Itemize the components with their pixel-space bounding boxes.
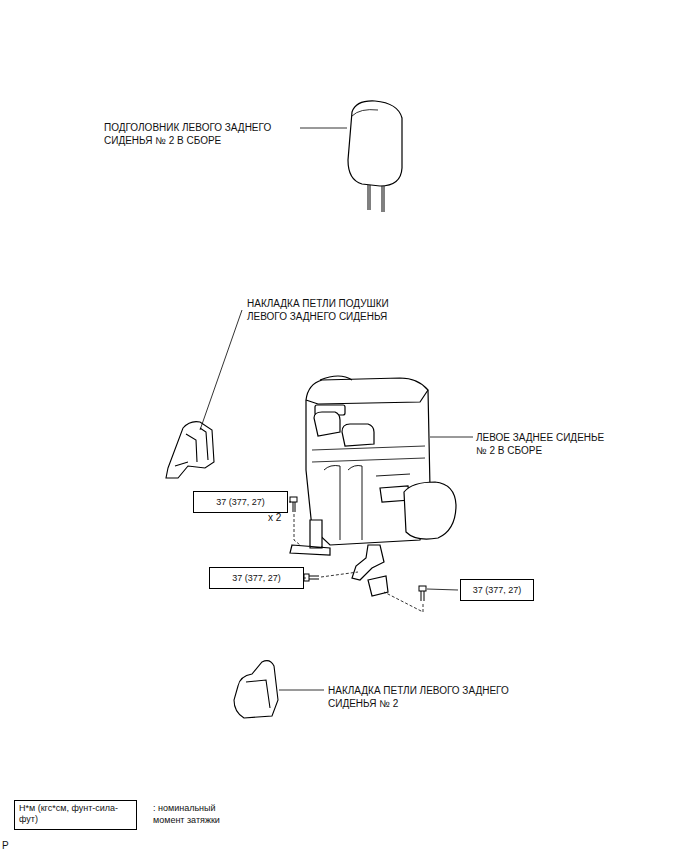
torque-box: 37 (377, 27) <box>193 491 288 513</box>
torque-value: 37 (377, 27) <box>473 585 522 596</box>
legend-box: Н*м (кгс*см, фунт-сила-фут) <box>14 800 137 830</box>
hinge-cover-seat <box>234 661 278 718</box>
hinge-cover-cushion <box>166 422 214 478</box>
page-mark: P <box>2 839 22 852</box>
part-name: НАКЛАДКА ПЕТЛИ ЛЕВОГО ЗАДНЕГО СИДЕНЬЯ № … <box>328 684 540 710</box>
quantity: x 2 <box>268 511 298 524</box>
torque-box: 37 (377, 27) <box>209 567 304 589</box>
part-name: ЛЕВОЕ ЗАДНЕЕ СИДЕНЬЕ № 2 В СБОРЕ <box>476 431 610 457</box>
legend-text: : номинальный момент затяжки <box>153 802 245 826</box>
part-name: НАКЛАДКА ПЕТЛИ ПОДУШКИ ЛЕВОГО ЗАДНЕГО СИ… <box>247 297 417 323</box>
headrest <box>348 101 402 212</box>
leader-lines <box>200 128 473 690</box>
seat-assembly <box>290 376 456 596</box>
torque-box: 37 (377, 27) <box>460 579 534 601</box>
torque-value: Н*м (кгс*см, фунт-сила-фут) <box>19 803 132 825</box>
bolts <box>290 497 426 601</box>
torque-value: 37 (377, 27) <box>232 573 281 584</box>
torque-value: 37 (377, 27) <box>216 497 265 508</box>
dashed-guides <box>294 514 423 612</box>
part-name: ПОДГОЛОВНИК ЛЕВОГО ЗАДНЕГО СИДЕНЬЯ № 2 В… <box>104 121 296 147</box>
